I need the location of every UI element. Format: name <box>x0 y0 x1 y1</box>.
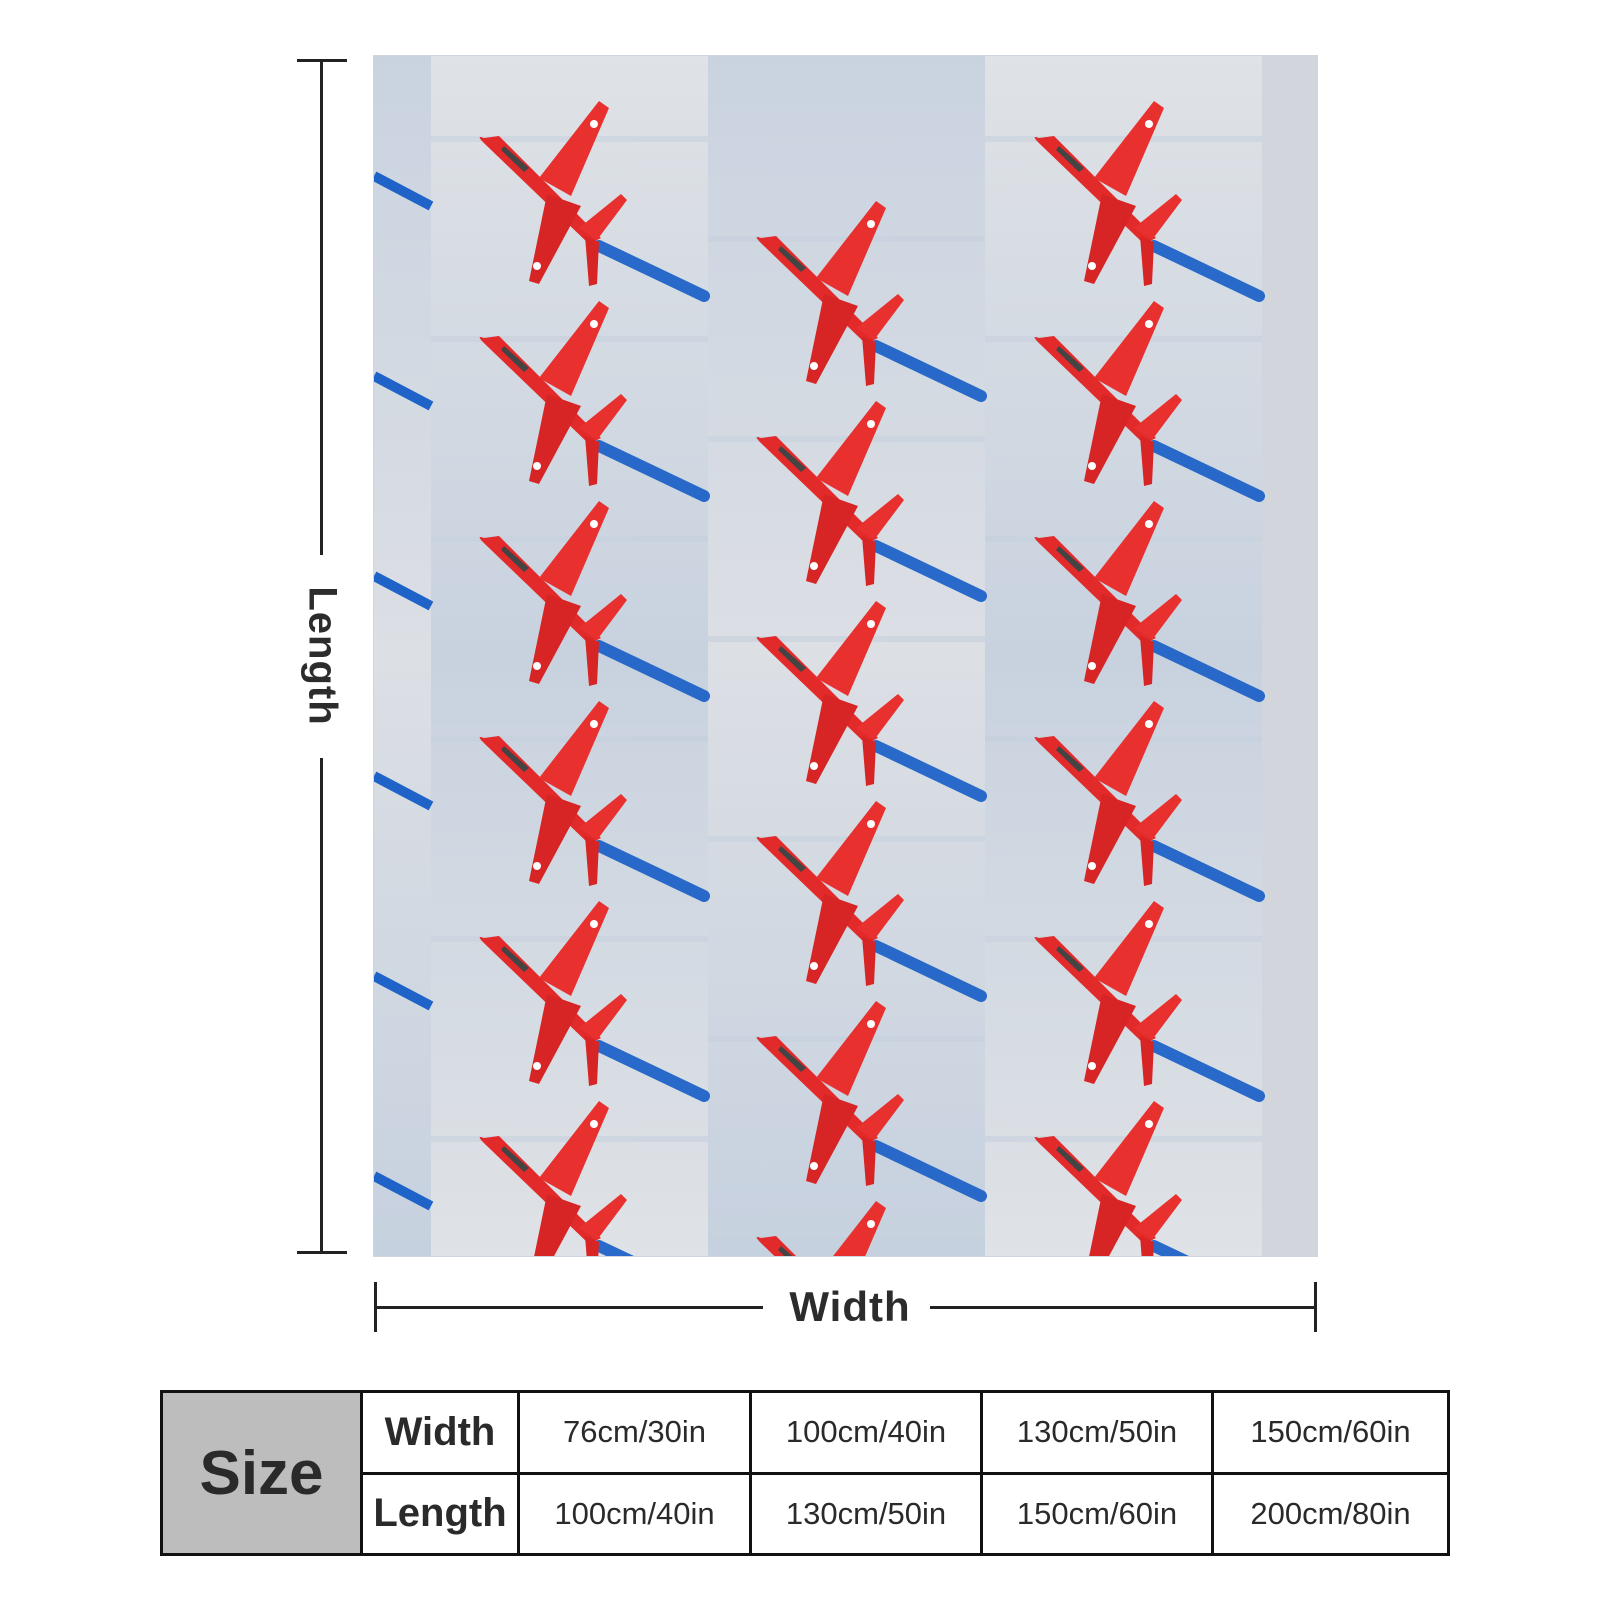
row-label-width: Width <box>360 1390 520 1475</box>
width-line-left <box>375 1306 763 1309</box>
table-cell: 200cm/80in <box>1211 1471 1450 1556</box>
smoke-trail <box>374 171 434 211</box>
width-right-cap <box>1314 1282 1317 1332</box>
width-line-right <box>930 1306 1315 1309</box>
length-label: Length <box>300 586 345 726</box>
length-line-top <box>320 60 323 555</box>
width-label: Width <box>789 1283 911 1330</box>
table-cell: 130cm/50in <box>749 1471 983 1556</box>
blanket-product-image <box>373 55 1318 1257</box>
table-cell: 150cm/60in <box>980 1471 1214 1556</box>
length-line-bottom <box>320 758 323 1253</box>
table-cell: 130cm/50in <box>980 1390 1214 1475</box>
table-row: Length 100cm/40in 130cm/50in 150cm/60in … <box>162 1471 1450 1556</box>
smoke-trail <box>374 971 434 1011</box>
smoke-trail <box>374 1171 434 1211</box>
table-cell: 100cm/40in <box>749 1390 983 1475</box>
table-cell: 150cm/60in <box>1211 1390 1450 1475</box>
size-header: Size <box>160 1390 363 1556</box>
row-label-length: Length <box>360 1471 520 1556</box>
red-jet-pattern-icon <box>374 56 1317 1256</box>
size-table: Size Width 76cm/30in 100cm/40in 130cm/50… <box>160 1390 1450 1556</box>
smoke-trail <box>374 771 434 811</box>
length-bottom-cap <box>297 1251 347 1254</box>
table-row: Size Width 76cm/30in 100cm/40in 130cm/50… <box>160 1390 1450 1556</box>
table-cell: 76cm/30in <box>517 1390 752 1475</box>
smoke-trail <box>374 571 434 611</box>
smoke-trail <box>374 371 434 411</box>
table-cell: 100cm/40in <box>517 1471 752 1556</box>
